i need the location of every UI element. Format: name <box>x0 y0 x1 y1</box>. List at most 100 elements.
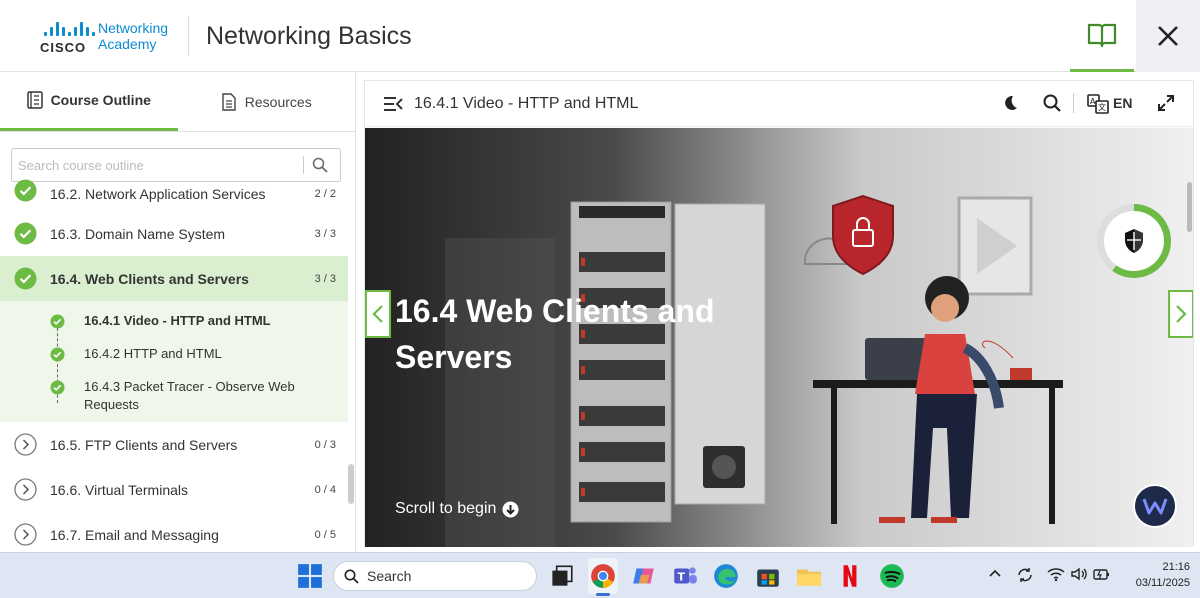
chevron-right-circle-icon <box>14 478 37 501</box>
cisco-academy-logo: CISCO Networking Academy <box>40 20 190 55</box>
copilot-icon[interactable] <box>630 562 658 590</box>
header-divider <box>188 16 189 56</box>
subitem-label: 16.4.3 Packet Tracer - Observe Web Reque… <box>84 379 295 412</box>
search-icon[interactable] <box>1043 94 1061 112</box>
check-circle-icon <box>50 347 65 362</box>
outline-subitems: 16.4.1 Video - HTTP and HTML 16.4.2 HTTP… <box>0 301 348 422</box>
outline-item-label: 16.3. Domain Name System <box>50 225 226 242</box>
scroll-prompt-label: Scroll to begin <box>395 500 497 517</box>
check-circle-icon <box>50 380 65 395</box>
book-icon <box>1087 23 1117 47</box>
search-icon[interactable] <box>312 157 328 173</box>
svg-text:A: A <box>1090 97 1096 106</box>
subitem-16-4-2[interactable]: 16.4.2 HTTP and HTML <box>0 338 348 371</box>
taskbar-search[interactable]: Search <box>333 561 537 591</box>
search-input[interactable] <box>12 149 292 181</box>
store-icon[interactable] <box>754 562 782 590</box>
book-button[interactable] <box>1070 0 1134 72</box>
taskbar: Search T 21:16 03/11/2025 <box>0 552 1200 598</box>
taskbar-search-label: Search <box>367 568 412 584</box>
progress-indicator <box>1097 204 1171 278</box>
subitem-16-4-3[interactable]: 16.4.3 Packet Tracer - Observe Web Reque… <box>0 371 300 414</box>
outline-item-label: 16.6. Virtual Terminals <box>50 481 188 498</box>
task-view-icon[interactable] <box>547 562 575 590</box>
translate-icon[interactable]: A文 <box>1087 94 1109 114</box>
next-button[interactable] <box>1168 290 1193 338</box>
outline-item-count: 3 / 3 <box>314 272 336 285</box>
cisco-wordmark: CISCO <box>40 40 87 55</box>
top-bar: CISCO Networking Academy Networking Basi… <box>0 0 1200 72</box>
toolbar-divider <box>1073 93 1074 113</box>
language-label[interactable]: EN <box>1113 95 1133 111</box>
outline-item-16-3[interactable]: 16.3. Domain Name System 3 / 3 <box>0 211 348 256</box>
outline-item-16-2[interactable]: 16.2. Network Application Services 2 / 2 <box>0 177 348 211</box>
course-outline-list: 16.2. Network Application Services 2 / 2… <box>0 177 348 552</box>
sidebar: Course Outline Resources 16.2. Network A… <box>0 72 356 552</box>
close-button[interactable] <box>1136 0 1200 72</box>
outline-item-16-7[interactable]: 16.7. Email and Messaging 0 / 5 <box>0 512 348 552</box>
chevron-right-circle-icon <box>14 523 37 546</box>
outline-item-16-4[interactable]: 16.4. Web Clients and Servers 3 / 3 <box>0 256 348 301</box>
course-title: Networking Basics <box>206 22 412 50</box>
tab-course-outline[interactable]: Course Outline <box>0 72 178 131</box>
subitem-16-4-1[interactable]: 16.4.1 Video - HTTP and HTML <box>0 305 348 338</box>
system-clock[interactable]: 21:16 03/11/2025 <box>1118 559 1190 591</box>
tab-resources-label: Resources <box>244 93 312 110</box>
check-circle-icon <box>14 222 37 245</box>
sync-icon[interactable] <box>1016 566 1034 584</box>
search-icon <box>344 569 359 584</box>
chevron-left-icon <box>372 305 383 323</box>
fullscreen-icon[interactable] <box>1157 94 1175 112</box>
outline-search <box>11 148 341 182</box>
close-icon <box>1158 26 1178 46</box>
teams-icon[interactable]: T <box>671 562 699 590</box>
sidebar-tabs: Course Outline Resources <box>0 72 355 132</box>
scroll-to-begin[interactable]: Scroll to begin <box>395 500 519 518</box>
assistant-button[interactable] <box>1133 484 1177 528</box>
document-icon <box>222 92 236 111</box>
check-circle-icon <box>14 179 37 202</box>
clock-time: 21:16 <box>1162 561 1190 573</box>
outline-item-16-5[interactable]: 16.5. FTP Clients and Servers 0 / 3 <box>0 422 348 467</box>
page-title: 16.4.1 Video - HTTP and HTML <box>414 95 639 112</box>
svg-text:T: T <box>677 570 685 583</box>
clock-date: 03/11/2025 <box>1135 577 1190 589</box>
content-scrollbar[interactable] <box>1187 182 1192 232</box>
file-explorer-icon[interactable] <box>795 562 823 590</box>
edge-icon[interactable] <box>712 562 740 590</box>
outline-icon <box>26 91 43 109</box>
check-circle-icon <box>14 267 37 290</box>
outline-item-label: 16.4. Web Clients and Servers <box>50 270 249 287</box>
spotify-icon[interactable] <box>878 562 906 590</box>
chevron-right-circle-icon <box>14 433 37 456</box>
check-circle-icon <box>50 314 65 329</box>
outline-item-count: 0 / 4 <box>314 483 336 496</box>
video-hero[interactable]: 16.4 Web Clients and Servers Scroll to b… <box>365 128 1193 547</box>
outline-item-count: 0 / 5 <box>314 528 336 541</box>
outline-item-label: 16.5. FTP Clients and Servers <box>50 436 238 453</box>
sidebar-scrollbar[interactable] <box>348 464 354 504</box>
chevron-up-icon[interactable] <box>988 566 1002 580</box>
volume-icon[interactable] <box>1070 566 1088 582</box>
tab-resources[interactable]: Resources <box>178 72 356 131</box>
collapse-menu-icon[interactable] <box>383 95 403 113</box>
arrow-down-circle-icon <box>502 501 519 517</box>
outline-item-16-6[interactable]: 16.6. Virtual Terminals 0 / 4 <box>0 467 348 512</box>
assistant-logo-icon <box>1142 498 1168 515</box>
windows-start-icon[interactable] <box>296 562 324 590</box>
search-divider <box>303 156 304 174</box>
dark-mode-icon[interactable] <box>1001 94 1019 112</box>
chevron-right-icon <box>1176 305 1187 323</box>
netflix-icon[interactable] <box>836 562 864 590</box>
chrome-icon[interactable] <box>589 562 617 590</box>
subitem-label: 16.4.1 Video - HTTP and HTML <box>84 313 271 328</box>
hero-title: 16.4 Web Clients and Servers <box>395 293 715 375</box>
active-app-indicator <box>596 593 610 596</box>
outline-item-count: 0 / 3 <box>314 438 336 451</box>
wifi-icon[interactable] <box>1047 566 1065 582</box>
previous-button[interactable] <box>365 290 391 338</box>
battery-icon[interactable] <box>1093 566 1111 582</box>
subitem-connector <box>57 323 58 403</box>
